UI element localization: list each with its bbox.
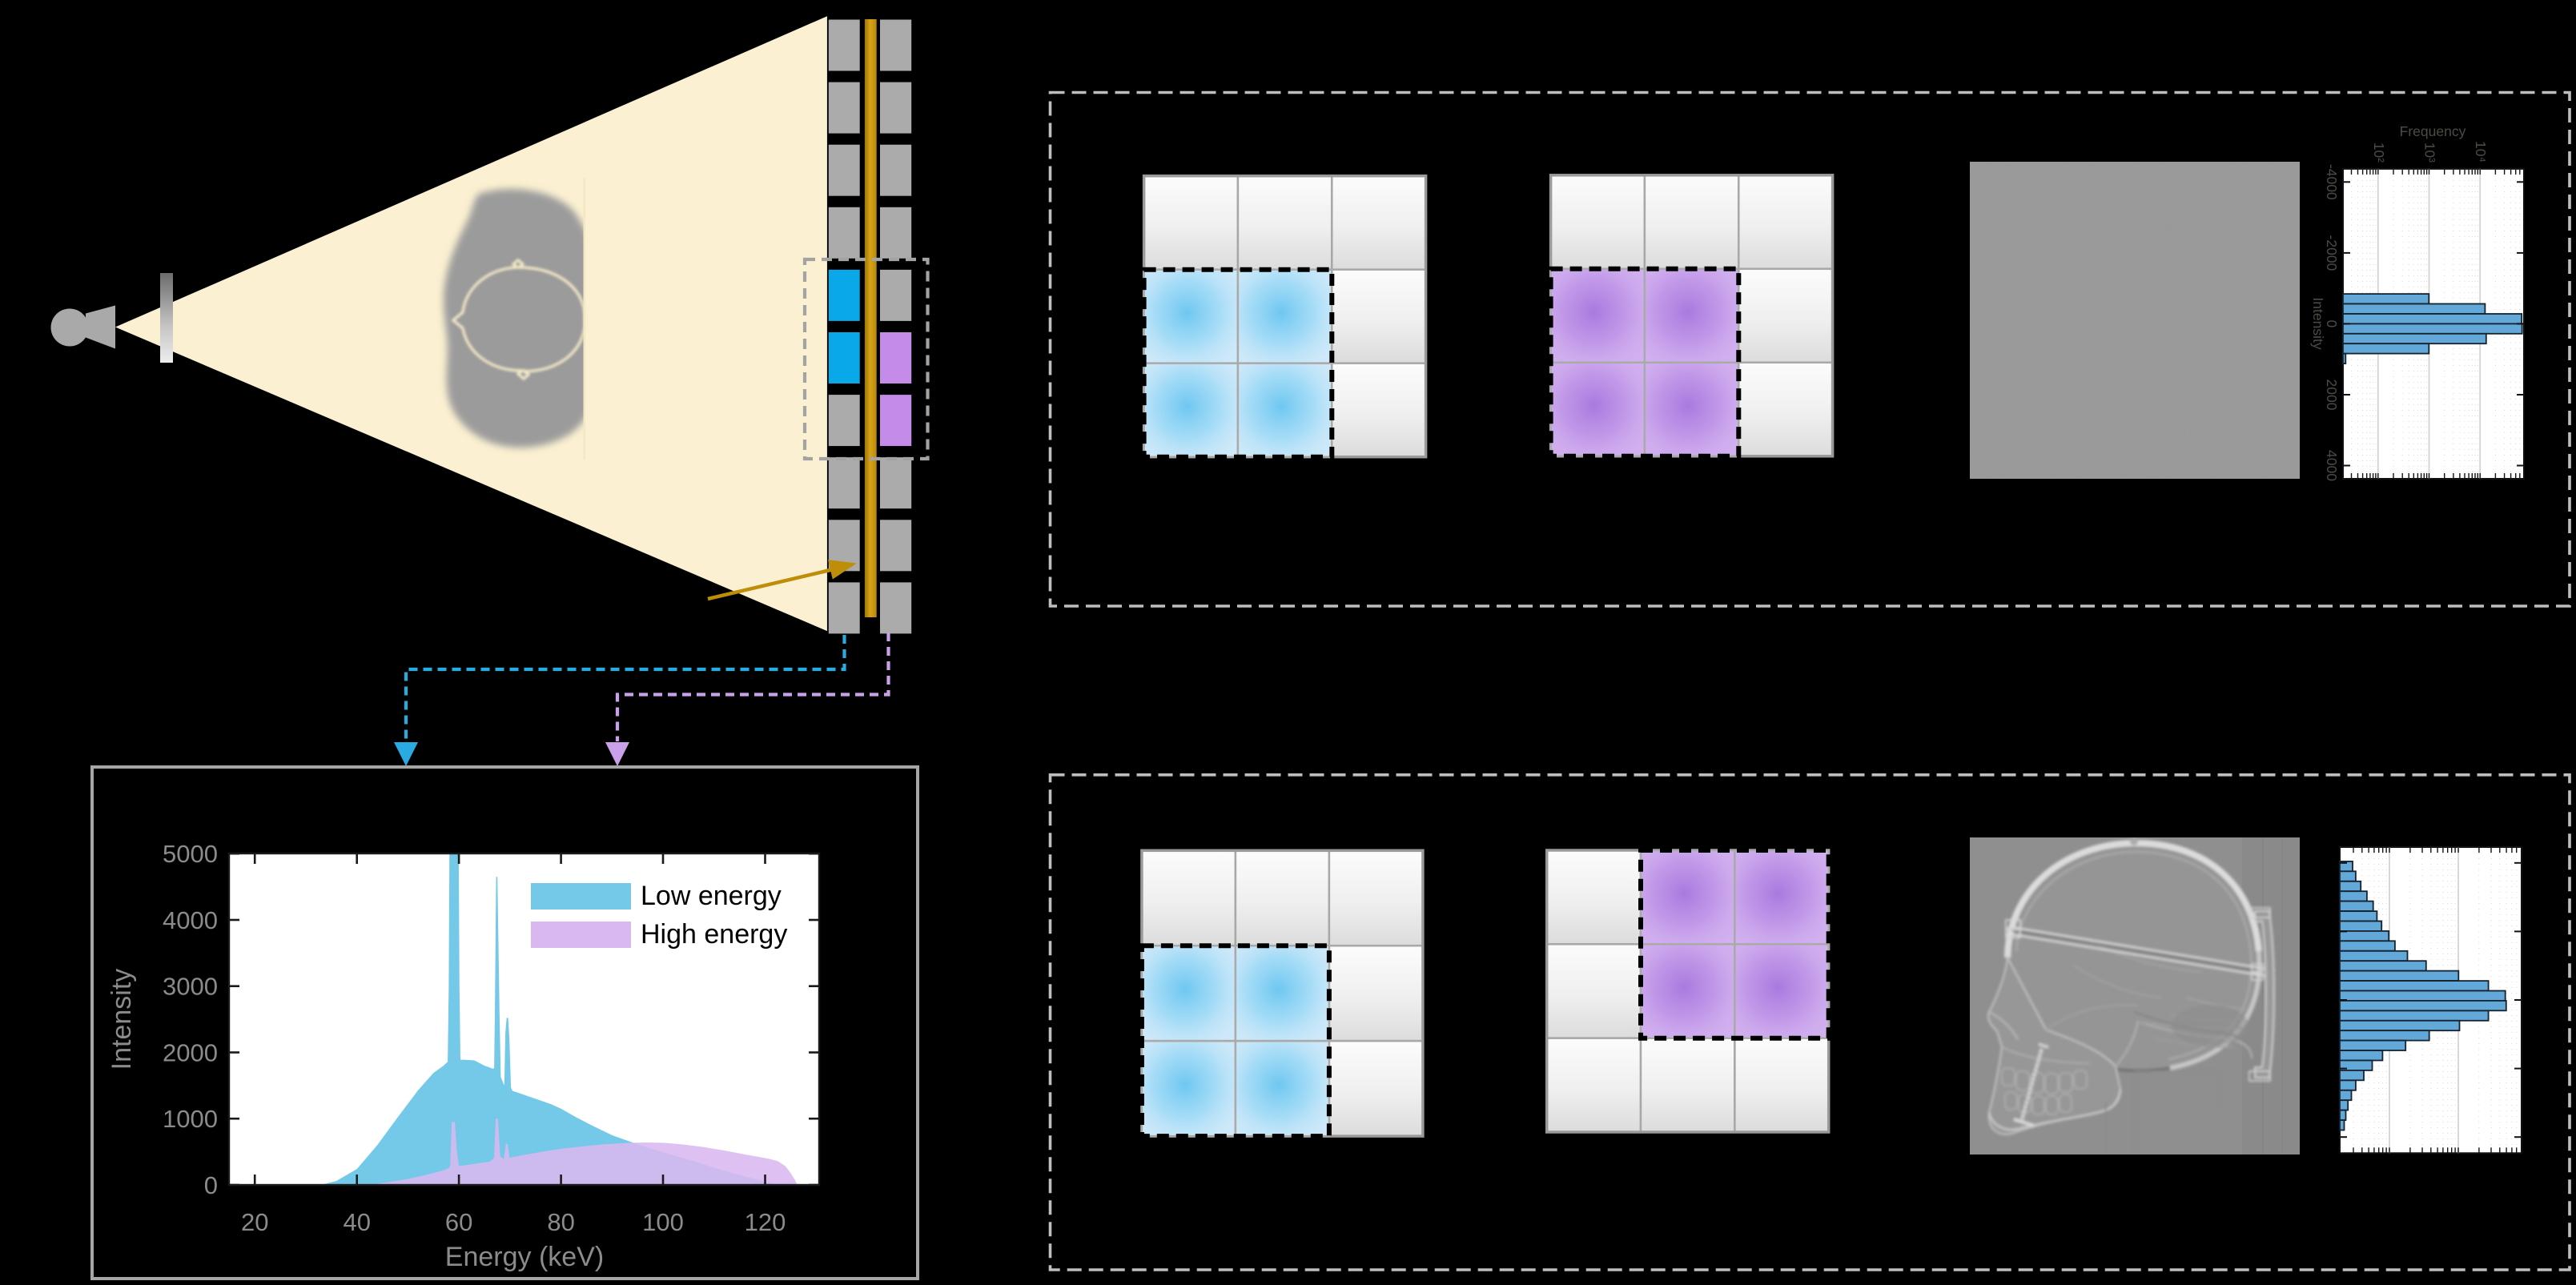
svg-text:1000: 1000: [163, 1105, 218, 1133]
svg-text:80: 80: [547, 1208, 574, 1236]
svg-text:10³: 10³: [2422, 143, 2438, 163]
svg-text:Low energy: Low energy: [641, 881, 782, 911]
svg-text:-2000: -2000: [2324, 235, 2340, 271]
svg-text:100: 100: [642, 1208, 684, 1236]
svg-text:10²: 10²: [2371, 143, 2387, 163]
svg-text:10⁴: 10⁴: [2473, 141, 2489, 163]
svg-text:Intensity: Intensity: [106, 969, 137, 1070]
svg-text:5000: 5000: [163, 840, 218, 868]
svg-text:3000: 3000: [163, 973, 218, 1001]
svg-text:Intensity: Intensity: [2310, 297, 2326, 349]
svg-text:60: 60: [445, 1208, 472, 1236]
svg-text:2000: 2000: [2324, 379, 2340, 411]
svg-text:Energy (keV): Energy (keV): [445, 1242, 604, 1272]
svg-text:0: 0: [2324, 320, 2340, 328]
svg-text:40: 40: [343, 1208, 370, 1236]
svg-text:-4000: -4000: [2324, 164, 2340, 200]
svg-text:4000: 4000: [2324, 450, 2340, 481]
svg-text:20: 20: [241, 1208, 268, 1236]
svg-text:0: 0: [204, 1171, 218, 1199]
svg-text:High energy: High energy: [641, 919, 787, 950]
svg-text:2000: 2000: [163, 1039, 218, 1067]
svg-text:120: 120: [745, 1208, 786, 1236]
svg-text:4000: 4000: [163, 906, 218, 934]
svg-text:Frequency: Frequency: [2400, 123, 2466, 139]
